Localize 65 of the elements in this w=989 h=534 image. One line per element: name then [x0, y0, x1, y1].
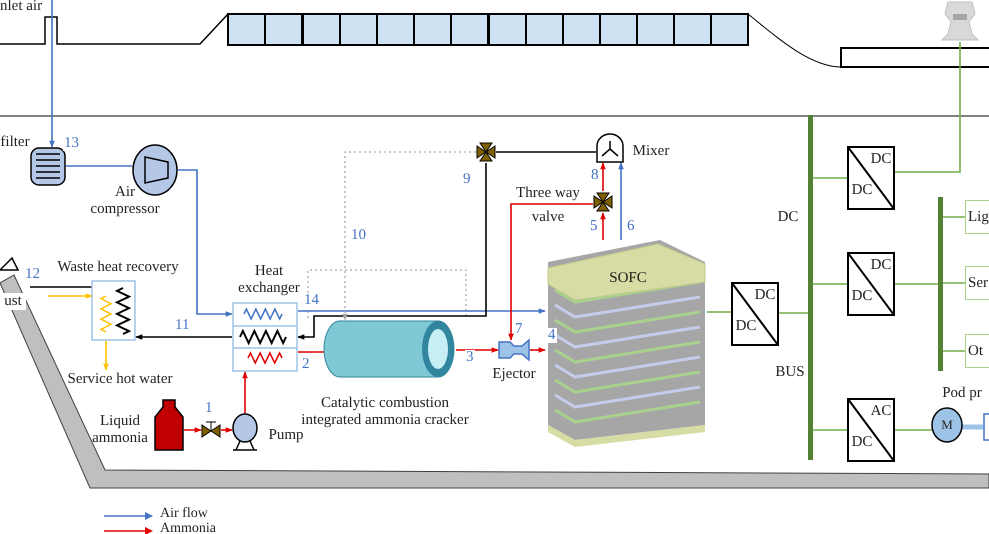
- voltage-label: DC: [850, 288, 874, 305]
- flow-arrow: [103, 341, 109, 371]
- voltage-label: DC: [754, 287, 776, 304]
- flow-arrow: [242, 371, 248, 413]
- voltage-label: DC: [870, 257, 892, 274]
- component-label: filter: [0, 134, 30, 151]
- voltage-label: DC: [850, 434, 874, 451]
- component-label: Heat exchanger: [237, 263, 301, 297]
- component-label: Pump: [267, 427, 304, 444]
- stream-number: 13: [63, 136, 80, 151]
- flow-arrow: [600, 212, 606, 240]
- component-label: Three way valve: [515, 184, 581, 227]
- voltage-label: DC: [734, 318, 758, 335]
- component-label: Air compressor: [89, 184, 161, 218]
- component-label: BUS: [774, 364, 806, 381]
- load-label: Ser: [968, 275, 989, 292]
- legend-label: Ammonia: [160, 520, 217, 534]
- connector-line: [962, 424, 983, 430]
- connector-line: [778, 312, 808, 314]
- flow-arrow: [178, 169, 233, 317]
- connector-line: [894, 283, 938, 285]
- voltage-label: AC: [870, 403, 892, 420]
- flow-arrow: [49, 0, 55, 148]
- component-label: Mixer: [632, 143, 670, 160]
- connector-line: [943, 282, 965, 284]
- component-label: Waste heat recovery: [56, 259, 180, 276]
- load-label: Ot: [968, 343, 984, 360]
- component-label: M: [940, 416, 954, 433]
- component-label: Service hot water: [66, 371, 174, 388]
- stream-number: 4: [547, 328, 556, 343]
- component-label: DC: [776, 209, 800, 226]
- component-label: Liquid ammonia: [91, 413, 149, 447]
- connector-line: [813, 429, 848, 431]
- connector-line: [707, 311, 732, 313]
- component-label: Catalytic combustion integrated ammonia cracker: [300, 395, 470, 429]
- flow-arrow: [221, 427, 233, 433]
- connector-line: [813, 283, 848, 285]
- connector-line: [30, 286, 92, 288]
- connector-line: [813, 177, 848, 179]
- flow-arrow: [135, 334, 232, 340]
- flow-arrow: [618, 162, 624, 240]
- voltage-label: DC: [850, 182, 874, 199]
- component-label: Pod pr: [941, 385, 983, 402]
- legend-label: Air flow: [160, 505, 209, 522]
- connector-line: [943, 216, 965, 218]
- load-label: Lig: [968, 209, 989, 226]
- flow-arrow: [456, 347, 499, 353]
- flow-arrow: [48, 293, 93, 299]
- flow-arrow: [297, 163, 487, 340]
- flow-arrow: [298, 308, 546, 314]
- component-label: SOFC: [608, 270, 648, 287]
- connector-line: [66, 165, 132, 167]
- flow-arrow: [342, 151, 476, 321]
- stream-number: 14: [303, 293, 320, 308]
- connector-line: [894, 429, 932, 431]
- connector-line: [894, 42, 961, 173]
- connector-line: [496, 151, 596, 153]
- flow-arrow: [530, 347, 546, 353]
- flow-arrow: [600, 162, 606, 191]
- connector-line: [298, 351, 324, 353]
- voltage-label: DC: [870, 151, 892, 168]
- flow-arrow: [184, 427, 202, 433]
- connector-line: [943, 350, 965, 352]
- component-label: Ejector: [491, 366, 537, 383]
- flow-arrow: [508, 203, 593, 341]
